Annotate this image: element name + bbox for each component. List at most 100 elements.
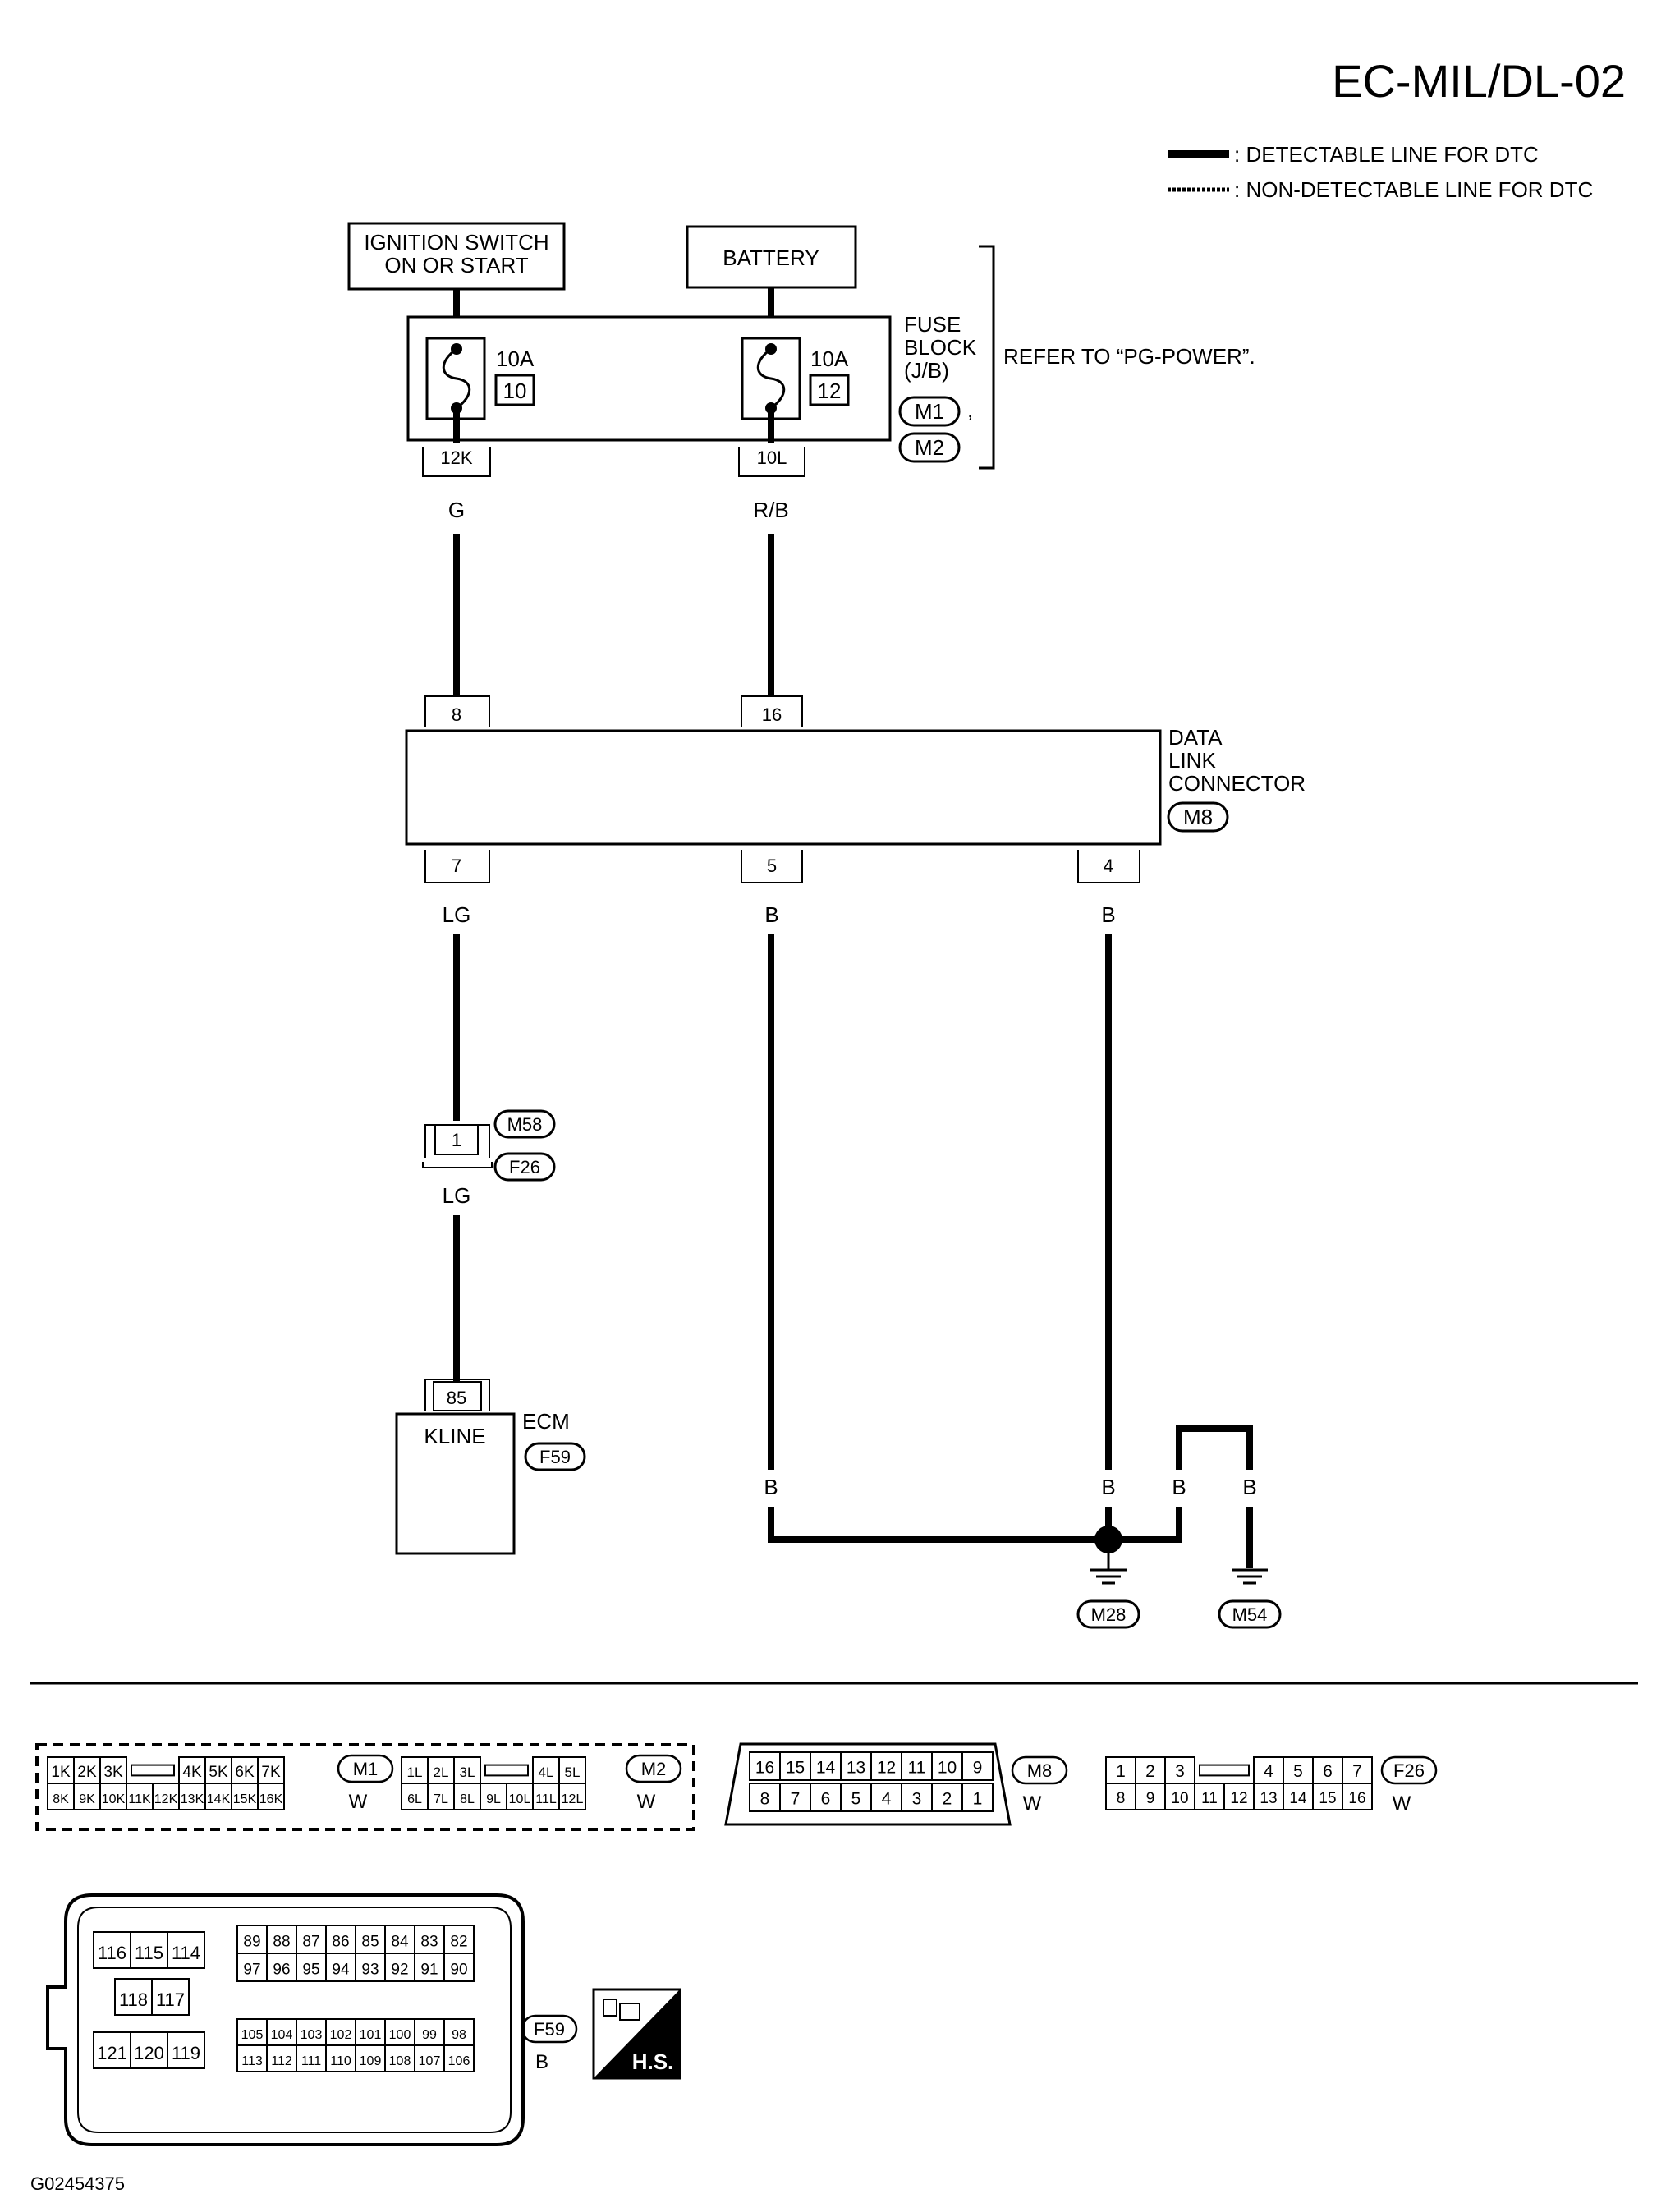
- wire-color-g: G: [448, 498, 465, 522]
- m8-row1-pin-label: 16: [755, 1759, 774, 1778]
- f59-top-row2-pin-label: 97: [243, 1962, 260, 1979]
- f59-top-row1-pin-label: 88: [273, 1934, 290, 1951]
- f59-top-row2-cavity: [355, 1953, 386, 1982]
- f26-row2-pin-label: 11: [1201, 1790, 1218, 1807]
- m8-id: M8: [1027, 1760, 1053, 1781]
- m1-row2-cavity: [257, 1783, 285, 1810]
- m1-id: M1: [353, 1759, 379, 1779]
- m8-row2-pin-label: 4: [882, 1790, 892, 1809]
- fuse-12-number: 12: [818, 379, 842, 403]
- m2-row2-pin-label: 6L: [407, 1792, 422, 1806]
- hs-label: H.S.: [632, 2049, 674, 2074]
- dlc-pin-16: 16: [762, 704, 782, 725]
- ground-m54-label: M54: [1232, 1604, 1268, 1625]
- m1-row2-pin-label: 12K: [154, 1792, 178, 1806]
- f59-id: F59: [534, 2019, 565, 2040]
- battery-box: [686, 225, 857, 289]
- f26-row1-cavity: [1342, 1756, 1373, 1784]
- ecm-label: ECM: [522, 1409, 570, 1434]
- wire-color-b-5: B: [764, 902, 778, 927]
- m2-row1-cavity: [558, 1756, 586, 1784]
- f59-left-row1-pin-label: 115: [135, 1943, 163, 1963]
- wire-color-lg-bottom: LG: [443, 1183, 471, 1208]
- f59-top-row2-cavity: [414, 1953, 445, 1982]
- m1-row2-pin-label: 11K: [128, 1792, 151, 1806]
- m2-row2-cavity: [532, 1783, 560, 1810]
- m8-row1-cavity: [749, 1751, 781, 1781]
- f59-left-row1-pin-label: 114: [172, 1943, 200, 1963]
- m1-row2-pin-label: 9K: [79, 1792, 95, 1806]
- m2-row1-pin-label: 3L: [460, 1765, 475, 1780]
- m1-row1-pin-label: 1K: [51, 1764, 71, 1781]
- m2-row2-cavity: [506, 1783, 534, 1810]
- f59-bot-row2-pin-label: 107: [419, 2054, 441, 2068]
- m8-row2-pin-label: 2: [943, 1790, 952, 1809]
- dlc-pin-7: 7: [452, 856, 461, 876]
- m8-row1-pin-label: 9: [973, 1759, 983, 1778]
- m2-color: W: [637, 1791, 656, 1813]
- f26-row2-pin-label: 9: [1146, 1790, 1155, 1807]
- m1-row2-pin-label: 15K: [233, 1792, 257, 1806]
- f26-row1-cavity: [1135, 1756, 1166, 1784]
- wire-b-m54-loop: [1176, 1425, 1253, 1470]
- inline-connector-pin-1: 1: [452, 1130, 461, 1150]
- m8-row1-cavity: [870, 1751, 902, 1781]
- m2-id: M2: [641, 1759, 667, 1779]
- fuse-block-comma: ,: [967, 397, 973, 422]
- m8-row2-pin-label: 6: [821, 1790, 831, 1809]
- f26-row2-cavity: [1194, 1783, 1225, 1810]
- m8-row2-pin-label: 1: [973, 1790, 983, 1809]
- m1-row2-cavity: [231, 1783, 259, 1810]
- m2-row2-pin-label: 7L: [434, 1792, 448, 1806]
- f59-top-row1-pin-label: 84: [391, 1934, 409, 1951]
- f59-top-row2-pin-label: 94: [332, 1962, 350, 1979]
- f59-bot-row1-pin-label: 102: [330, 2028, 352, 2042]
- m1-row2-pin-label: 10K: [102, 1792, 126, 1806]
- fuse-block-conn-m2: M2: [915, 435, 944, 460]
- m8-row1-cavity: [779, 1751, 811, 1781]
- f59-bot-row2-cavity: [443, 2044, 475, 2072]
- f59-bot-row2-pin-label: 112: [271, 2054, 292, 2068]
- ground-m28-icon: [1090, 1553, 1127, 1585]
- battery-label: BATTERY: [723, 246, 819, 270]
- f59-left-row3-pin-label: 119: [172, 2043, 200, 2063]
- m8-row1-cavity: [931, 1751, 963, 1781]
- m8-row2-cavity: [749, 1783, 781, 1812]
- m8-row1-pin-label: 15: [786, 1759, 805, 1778]
- m1-row2-pin-label: 16K: [259, 1792, 283, 1806]
- f59-bot-row2-pin-label: 110: [330, 2054, 351, 2068]
- ecm-box: [395, 1412, 516, 1555]
- f59-left-row2-pin-label: 118: [119, 1989, 148, 2010]
- ignition-switch-label-2: ON OR START: [384, 253, 528, 278]
- m2-row1-pin-label: 1L: [407, 1765, 423, 1780]
- f59-connector-outline: [46, 1893, 525, 2146]
- m1-row2-cavity: [126, 1783, 154, 1810]
- fuse-10-number: 10: [503, 379, 527, 403]
- f26-row1-pin-label: 6: [1323, 1762, 1333, 1781]
- fuse-10-rating: 10A: [496, 346, 535, 371]
- f59-left-row2-pin-label: 117: [156, 1989, 185, 2010]
- f59-left-row3-cavity: [167, 2031, 205, 2069]
- m8-row2-pin-label: 3: [912, 1790, 922, 1809]
- f59-top-row1-pin-label: 86: [332, 1934, 349, 1951]
- ecm-conn-f59: F59: [539, 1447, 571, 1467]
- m1-row1-pin-label: 2K: [77, 1764, 97, 1781]
- page-title: EC-MIL/DL-02: [1332, 55, 1626, 107]
- m8-row2-pin-label: 8: [760, 1790, 770, 1809]
- ecm-signal-kline: KLINE: [424, 1424, 485, 1448]
- f26-row2-pin-label: 10: [1171, 1790, 1188, 1807]
- m8-row2-pin-label: 5: [851, 1790, 861, 1809]
- f26-row1-pin-label: 7: [1352, 1762, 1362, 1781]
- wire-color-b-left-ground: B: [764, 1475, 778, 1499]
- m2-row2-pin-label: 8L: [460, 1792, 475, 1806]
- m8-row2-cavity: [961, 1783, 994, 1812]
- hs-harness-side-icon: H.S.: [592, 1988, 681, 2080]
- f59-bot-row2-pin-label: 108: [389, 2054, 411, 2068]
- m2-row2-pin-label: 9L: [486, 1792, 501, 1806]
- f59-top-row2-pin-label: 96: [273, 1962, 290, 1979]
- f26-row1-pin-label: 2: [1145, 1762, 1155, 1781]
- f26-row2-cavity: [1342, 1783, 1373, 1810]
- m1-row1-latch: [131, 1764, 175, 1777]
